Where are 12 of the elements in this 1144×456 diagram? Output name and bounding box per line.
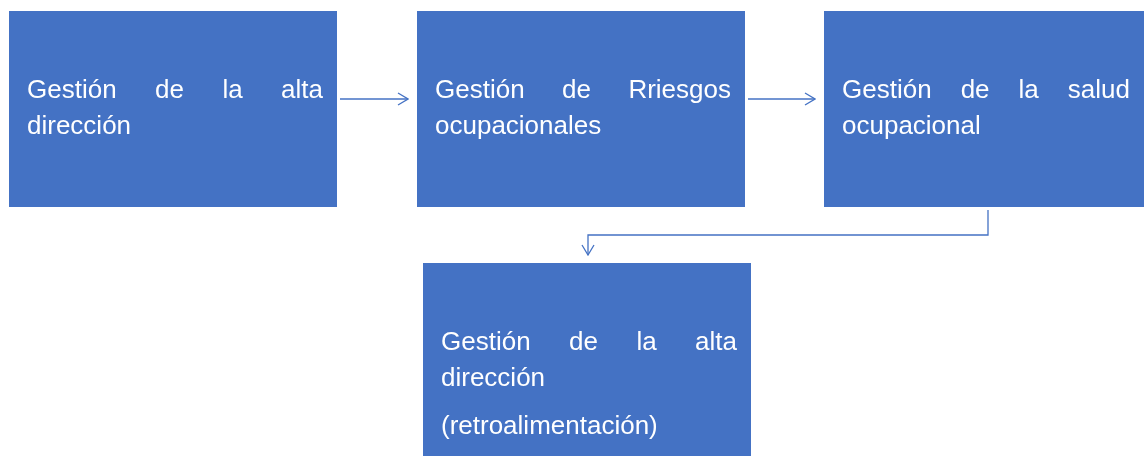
box-text: Gestión de Rriesgos ocupacionales — [435, 73, 731, 142]
arrow — [339, 92, 409, 106]
arrow — [747, 92, 816, 106]
box-text: Gestión de la alta dirección — [27, 73, 323, 142]
box-text: (retroalimentación) — [441, 409, 659, 442]
arrow — [581, 209, 989, 256]
process-box — [824, 11, 1144, 207]
process-box — [417, 11, 745, 207]
process-box — [9, 11, 337, 207]
box-text: Gestión de la alta dirección — [441, 325, 737, 394]
process-box — [423, 263, 751, 456]
box-text: Gestión de la salud ocupacional — [842, 73, 1130, 142]
